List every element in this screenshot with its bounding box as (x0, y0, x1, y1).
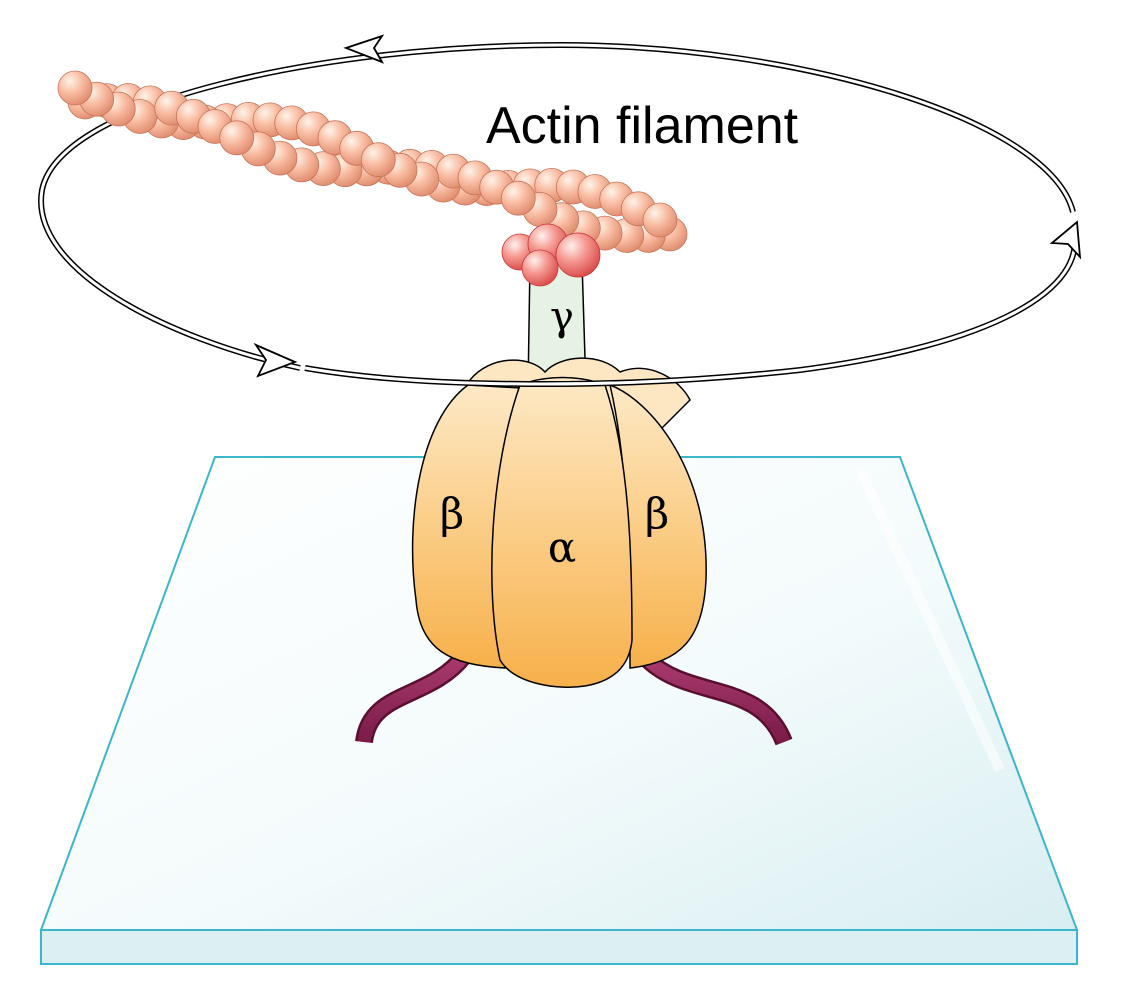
glass-slide (39, 456, 1079, 965)
alpha-label: α (548, 523, 576, 572)
actin-tip-subunit (521, 249, 559, 287)
actin-filament (57, 70, 688, 287)
beta-label-left: β (440, 489, 464, 538)
actin-subunit (360, 142, 396, 178)
gamma-label: γ (550, 294, 574, 340)
atpase-body (411, 357, 707, 688)
actin-filament-label: Actin filament (486, 97, 799, 155)
actin-subunit (500, 180, 536, 216)
actin-subunit (642, 202, 678, 238)
rotation-arrow-left (253, 342, 298, 378)
actin-tip-subunit (555, 232, 601, 278)
actin-subunit (219, 120, 255, 156)
beta-label-right: β (645, 489, 669, 538)
rotation-ring-front (304, 227, 1078, 388)
rotation-arrow-right (1049, 220, 1082, 260)
actin-subunit (57, 70, 93, 106)
rotation-arrow-top (343, 34, 385, 64)
